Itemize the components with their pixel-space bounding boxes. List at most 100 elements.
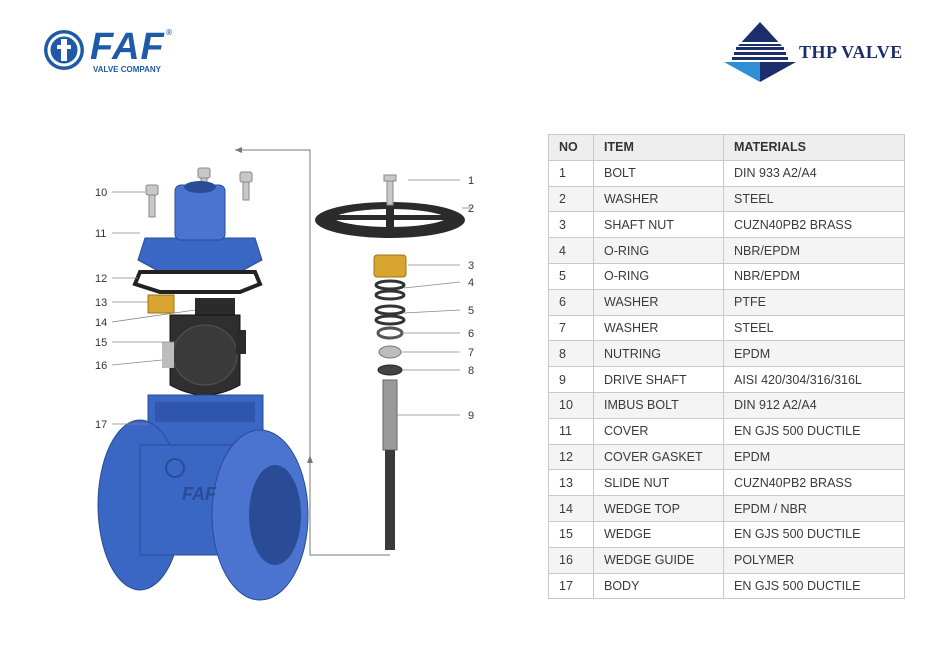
callout-2: 2: [468, 203, 474, 215]
callout-1: 1: [468, 175, 474, 187]
cover-gasket: [132, 270, 263, 294]
cell-material: PTFE: [723, 288, 905, 316]
header-no: NO: [548, 134, 594, 161]
callout-labels: 1 2 3 4 5 6 7 8 9 10 11 12 13 14 15 16 1…: [95, 175, 474, 431]
shaft-nut: [373, 254, 407, 278]
cell-no: 17: [548, 572, 594, 600]
thp-emblem-icon: [724, 22, 796, 82]
table-header-row: NO ITEM MATERIALS: [548, 134, 905, 161]
cell-no: 14: [548, 495, 594, 522]
wedge-assembly: [162, 298, 246, 396]
callout-11: 11: [95, 228, 106, 240]
callout-8: 8: [468, 365, 474, 377]
cell-item: SHAFT NUT: [593, 211, 724, 239]
cell-no: 1: [548, 159, 594, 187]
cell-item: O-RING: [593, 262, 724, 290]
cell-item: WASHER: [593, 314, 724, 342]
cell-no: 2: [548, 185, 594, 213]
callout-12: 12: [95, 273, 107, 285]
cell-item: NUTRING: [593, 340, 724, 368]
drive-shaft: [382, 379, 398, 550]
callout-10: 10: [95, 187, 107, 199]
faf-emblem-icon: [44, 30, 84, 70]
cell-no: 13: [548, 469, 594, 497]
slide-nut: [147, 294, 175, 314]
faf-logo: FAF ® VALVE COMPANY: [44, 26, 184, 80]
cell-item: WASHER: [593, 288, 724, 316]
cell-no: 4: [548, 237, 594, 264]
header-materials: MATERIALS: [723, 134, 905, 161]
callout-leaders: [111, 179, 472, 425]
steel-washer: [378, 345, 402, 359]
cell-material: EPDM: [723, 340, 905, 368]
cell-no: 8: [548, 340, 594, 368]
cell-no: 5: [548, 262, 594, 290]
cell-no: 10: [548, 391, 594, 419]
cell-item: COVER: [593, 417, 724, 445]
callout-5: 5: [468, 305, 474, 317]
callout-13: 13: [95, 297, 107, 309]
cell-material: CUZN40PB2 BRASS: [723, 469, 905, 497]
callout-15: 15: [95, 337, 107, 349]
cell-material: NBR/EPDM: [723, 237, 905, 264]
cell-material: EN GJS 500 DUCTILE: [723, 572, 905, 600]
arrow-head-icon: [307, 455, 313, 463]
callout-6: 6: [468, 328, 474, 340]
exploded-valve-drawing: FAF: [95, 147, 474, 601]
o-rings: [374, 279, 406, 326]
cell-material: CUZN40PB2 BRASS: [723, 211, 905, 239]
handwheel: [315, 202, 465, 238]
callout-16: 16: [95, 360, 107, 372]
valve-cover: [137, 181, 263, 273]
cell-item: O-RING: [593, 237, 724, 264]
arrow-head-icon: [235, 147, 242, 153]
thp-valve-logo: THP VALVE: [724, 22, 929, 84]
top-bolt: [383, 174, 397, 206]
cell-material: EPDM: [723, 443, 905, 471]
cell-item: BOLT: [593, 159, 724, 187]
cell-material: POLYMER: [723, 546, 905, 574]
cell-material: EPDM / NBR: [723, 495, 905, 522]
cell-no: 16: [548, 546, 594, 574]
cell-material: STEEL: [723, 185, 905, 213]
cell-material: EN GJS 500 DUCTILE: [723, 417, 905, 445]
cell-item: WEDGE GUIDE: [593, 546, 724, 574]
faf-tagline: VALVE COMPANY: [93, 65, 162, 74]
cell-item: BODY: [593, 572, 724, 600]
cell-no: 15: [548, 520, 594, 548]
cell-no: 3: [548, 211, 594, 239]
cell-material: AISI 420/304/316/316L: [723, 366, 905, 393]
cell-item: WEDGE: [593, 520, 724, 548]
cell-no: 12: [548, 443, 594, 471]
header-item: ITEM: [593, 134, 724, 161]
callout-17: 17: [95, 419, 107, 431]
cell-no: 6: [548, 288, 594, 316]
cell-material: DIN 933 A2/A4: [723, 159, 905, 187]
cell-no: 9: [548, 366, 594, 393]
body-cast-logo: FAF: [182, 484, 217, 504]
assembly-path-lines: [235, 149, 390, 556]
cell-item: WASHER: [593, 185, 724, 213]
valve-body: [97, 394, 309, 601]
callout-7: 7: [468, 347, 474, 359]
callout-14: 14: [95, 317, 107, 329]
faf-wordmark: FAF: [90, 26, 165, 68]
thp-wordmark: THP VALVE: [799, 42, 903, 62]
cell-item: IMBUS BOLT: [593, 391, 724, 419]
cell-material: STEEL: [723, 314, 905, 342]
